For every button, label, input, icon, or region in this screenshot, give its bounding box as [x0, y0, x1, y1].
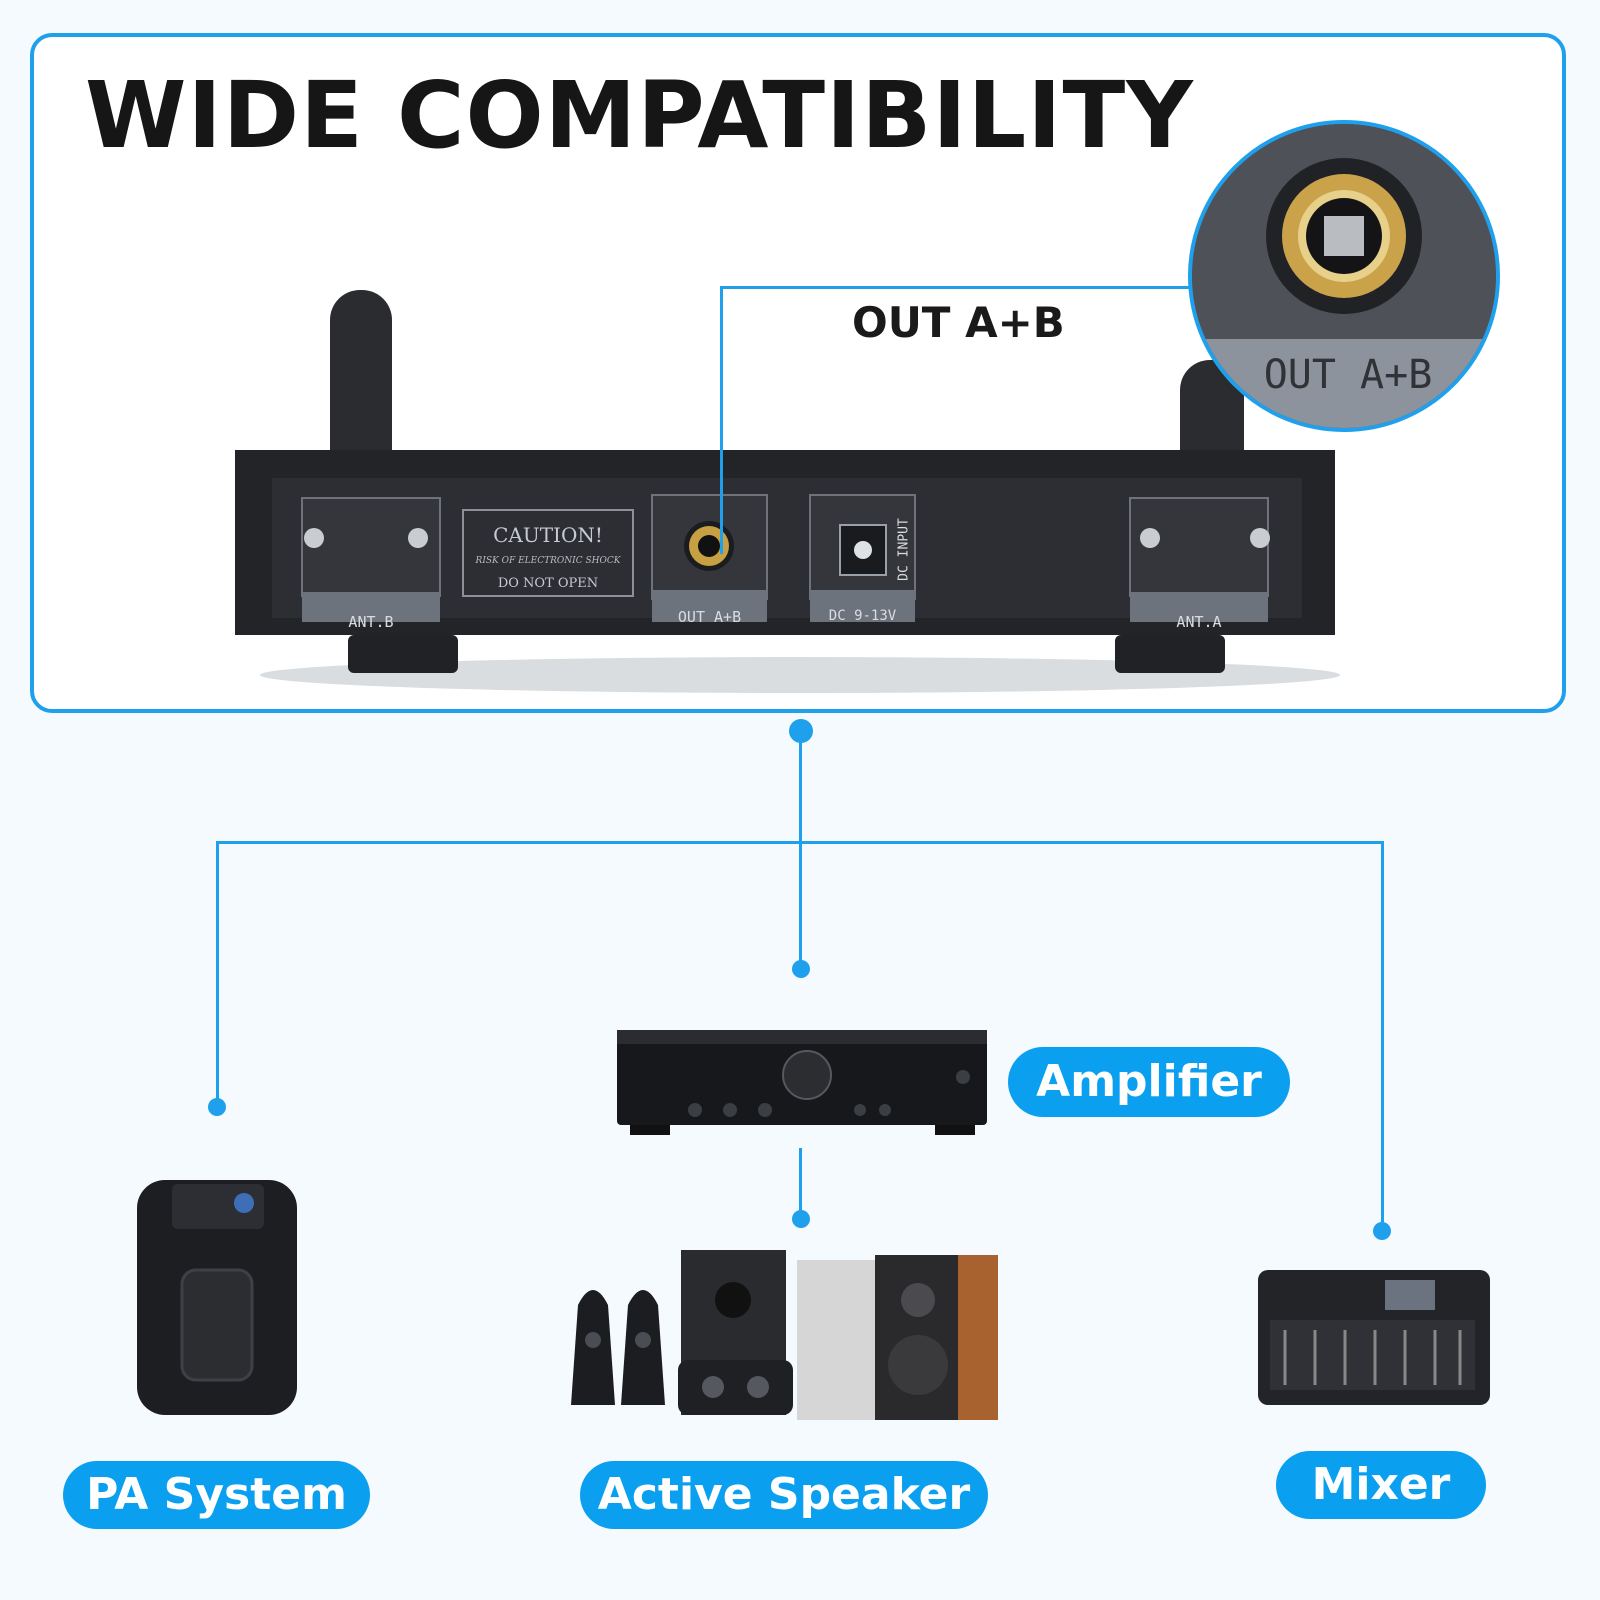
pa-system-pill: PA System: [63, 1461, 370, 1529]
branch-pa: [216, 841, 219, 1104]
caution-title: CAUTION!: [493, 523, 603, 547]
tree-trunk: [799, 730, 802, 970]
callout-line-vertical: [720, 286, 723, 554]
dc-input-label: DC INPUT: [896, 518, 912, 581]
ant-b-label: ANT.B: [348, 613, 394, 631]
branch-speaker: [799, 1148, 802, 1213]
branch-mixer: [1381, 841, 1384, 1231]
speaker-dot: [792, 1210, 810, 1228]
receiver-image: [235, 290, 1340, 693]
dc-port-label: DC 9-13V: [828, 608, 897, 624]
amplifier-image: [617, 1030, 987, 1135]
callout-line-horizontal: [720, 286, 1190, 289]
ant-a-label: ANT.A: [1176, 613, 1222, 631]
zoom-circle: OUT A+B: [1188, 120, 1500, 432]
tree-branch: [216, 841, 1383, 844]
mixer-dot: [1373, 1222, 1391, 1240]
amplifier-dot: [792, 960, 810, 978]
amplifier-pill: Amplifier: [1008, 1047, 1290, 1117]
mixer-image: [1258, 1270, 1490, 1405]
caution-line1: RISK OF ELECTRONIC SHOCK: [475, 556, 621, 566]
active-speaker-pill: Active Speaker: [580, 1461, 988, 1529]
pa-dot: [208, 1098, 226, 1116]
out-port-label: OUT A+B: [677, 608, 742, 626]
active-speaker-image: [571, 1250, 998, 1420]
callout-label: OUT A+B: [852, 298, 1065, 347]
zoom-label: OUT A+B: [1263, 352, 1433, 398]
caution-line2: DO NOT OPEN: [497, 576, 599, 591]
mixer-pill: Mixer: [1276, 1451, 1486, 1519]
pa-system-image: [137, 1180, 297, 1415]
page-title: WIDE COMPATIBILITY: [85, 62, 1194, 169]
